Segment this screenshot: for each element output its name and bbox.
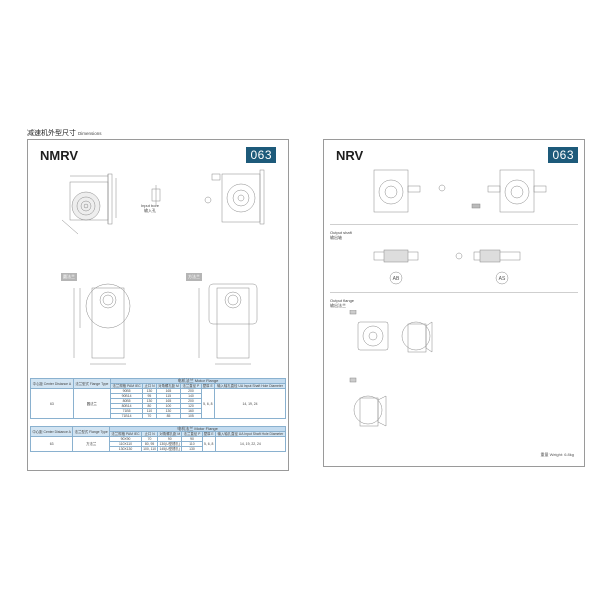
m-cell: 145(U型槽孔) [157,446,183,452]
input-bore-drawing [146,185,166,205]
input-hole-cell: 14, 19, 22, 24 [214,436,287,452]
flange-type-cell: 圆法兰 [72,388,111,419]
front-view-drawing [186,168,276,238]
pam-cell: 71B14 [109,413,144,419]
model-title: NMRV [40,148,79,163]
size-badge: 063 [246,147,276,163]
col-m: 对角螺孔距 M [155,383,182,389]
col-flange-type: 法兰型式 Flange Type [72,426,111,437]
col-p: 法兰直径 P [181,431,203,437]
size-badge: 063 [548,147,578,163]
col-input-hole: 输入轴孔直径 UA Input Shaft Hole Diameter [214,431,287,437]
section-title-en: Dimensions [78,131,102,136]
output-flange-drawing [344,310,464,450]
square-flange-table: 中心距 Center Distance A 法兰型式 Flange Type 电… [29,426,287,452]
section-title-cn: 减速机外型尺寸 [27,130,76,137]
table-row: 63 圆法兰 90B5 130 165 200 5, 6, 8 14, 19, … [30,388,286,419]
col-p: 法兰直径 P [180,383,202,389]
col-pam: 法兰规格 PAM IEC [109,431,142,437]
center-distance-cell: 63 [30,388,74,419]
col-m: 对角螺孔距 M [157,431,183,437]
nrv-panel: NRV 063 Output shaft 输出轴 [323,139,585,467]
e-cell: 5, 6, 8 [201,436,216,452]
col-center-distance: 中心距 Center Distance A [29,426,74,437]
round-flange-table: 中心距 Center Distance A 法兰型式 Flange Type 电… [30,378,287,419]
n-cell: 70 [142,413,157,419]
col-n: 止口 N [142,383,157,389]
table-row: 130X130 100, 110 145(U型槽孔) 130 [31,446,286,452]
divider [330,224,578,225]
p-cell: 105 [180,413,202,419]
m-cell: 130(U型槽孔) [157,441,183,447]
nrv-top-drawing [364,160,564,220]
square-flange-view-drawing [193,278,273,368]
e-cell: 5, 6, 8 [200,388,216,419]
output-shaft-label: Output shaft 输出轴 [330,230,352,240]
center-distance-cell: 63 [29,436,74,452]
p-cell: 130 [181,446,203,452]
round-flange-tag: 圆法兰 [61,273,77,281]
table-row: 71B14 70 85 105 [31,413,286,419]
col-e: 壁厚 E [201,431,216,437]
shaft-ab-label: AB [393,276,400,282]
input-bore-label: Input bore 输入孔 [141,203,160,213]
round-flange-view-drawing [68,278,148,368]
col-flange-type: 法兰型式 Flange Type [72,378,111,389]
divider [330,292,578,293]
col-pam: 法兰规格 PAM IEC [109,383,144,389]
square-flange-tag: 方法兰 [186,273,202,281]
flange-type-cell: 方法兰 [72,436,111,452]
n-cell: 100, 110 [140,446,159,452]
col-e: 壁厚 E [200,383,216,389]
m-cell: 85 [155,413,182,419]
side-view-drawing [58,168,138,238]
output-shaft-drawing: AB AS [354,232,554,290]
col-input-hole: 输入轴孔直径 UA Input Shaft Hole Diameter [214,383,286,389]
table-row: 63 方法兰 90X90 70 90 90 5, 6, 8 14, 19, 22… [29,436,287,452]
output-flange-label: Output flange 输出法兰 [330,298,355,308]
shaft-as-label: AS [499,276,506,282]
pam-cell: 130X130 [109,446,142,452]
weight-label: 重量 Weight: 6.8kg [540,452,575,457]
nmrv-panel: NMRV 063 Input bor [27,139,289,471]
input-hole-cell: 14, 19, 24 [214,388,286,419]
col-center-distance: 中心距 Center Distance A [30,378,74,389]
model-title: NRV [336,148,364,163]
